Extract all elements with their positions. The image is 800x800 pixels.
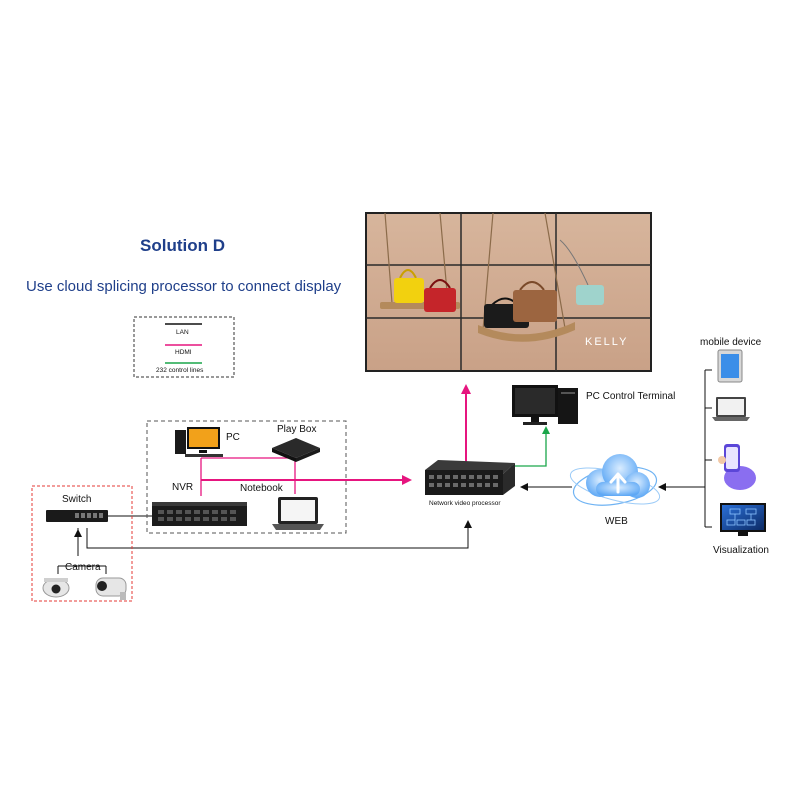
legend-box (133, 316, 235, 378)
bag-red (424, 279, 456, 312)
play-box-label: Play Box (277, 424, 317, 435)
dome-camera-icon (42, 578, 70, 598)
play-box-icon (272, 438, 320, 462)
legend-lan-label: LAN (176, 329, 189, 336)
connection-lines (57, 369, 712, 574)
web-label: WEB (605, 516, 628, 527)
bag-mint (559, 239, 604, 305)
pc-terminal-icon (512, 385, 578, 425)
camera-label: Camera (65, 562, 101, 573)
video-wall: KELLY (365, 212, 652, 372)
processor-icon (425, 460, 515, 495)
pc-terminal-label: PC Control Terminal (586, 391, 676, 402)
mobile-device-label: mobile device (700, 337, 762, 348)
camera-group-box (31, 485, 133, 602)
bullet-camera-icon (95, 577, 127, 600)
bag-tan (513, 281, 557, 322)
laptop-icon (712, 397, 750, 421)
pc-label: PC (226, 432, 240, 443)
tablet-icon (717, 349, 743, 383)
bag-yellow (394, 269, 424, 303)
visualization-monitor-icon (720, 503, 766, 536)
page-subtitle: Use cloud splicing processor to connect … (26, 278, 342, 295)
wall-brand-text: KELLY (585, 336, 628, 348)
notebook-label: Notebook (240, 483, 283, 494)
nvr-label: NVR (172, 482, 194, 493)
visualization-label: Visualization (713, 545, 769, 556)
source-group-box (146, 420, 347, 534)
hand-phone-icon (718, 444, 756, 490)
legend-hdmi-label: HDMI (175, 349, 192, 356)
nvr-icon (152, 502, 247, 526)
notebook-icon (272, 497, 324, 530)
switch-icon (46, 510, 108, 522)
processor-label: Network video processor (429, 500, 501, 507)
switch-label: Switch (62, 494, 92, 505)
page-title: Solution D (140, 236, 225, 255)
pc-icon (175, 427, 223, 457)
cloud-web-icon (569, 454, 661, 506)
legend-control-label: 232 control lines (156, 367, 204, 374)
